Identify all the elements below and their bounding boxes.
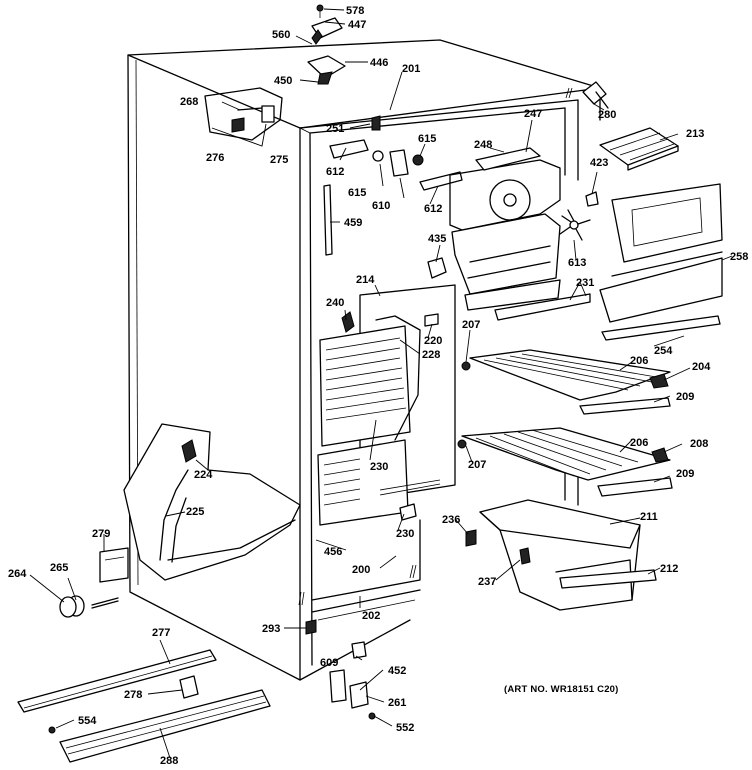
part-258-shelf xyxy=(599,183,723,341)
lower-small-parts xyxy=(305,503,477,720)
shelf-upper xyxy=(461,349,671,401)
label-265: 265 xyxy=(50,562,68,574)
label-254: 254 xyxy=(654,345,673,357)
label-276: 276 xyxy=(206,152,224,164)
label-277: 277 xyxy=(152,627,170,639)
leader-lines xyxy=(29,8,733,759)
label-280: 280 xyxy=(598,109,616,121)
label-552: 552 xyxy=(396,722,414,734)
label-612a: 612 xyxy=(326,166,344,178)
label-206b: 206 xyxy=(630,437,648,449)
part-280 xyxy=(582,81,609,109)
label-261: 261 xyxy=(388,697,406,709)
label-612b: 612 xyxy=(424,203,442,215)
label-278: 278 xyxy=(124,689,142,701)
label-230a: 230 xyxy=(370,461,388,473)
evaporator-assembly xyxy=(317,284,456,526)
label-279: 279 xyxy=(92,528,110,540)
label-456: 456 xyxy=(324,546,342,558)
label-212: 212 xyxy=(660,563,678,575)
part-288-grille xyxy=(48,689,271,763)
part-labels: 578 447 560 446 450 201 247 280 268 251 … xyxy=(8,5,748,767)
shelf-lower xyxy=(457,427,671,481)
label-247: 247 xyxy=(524,108,542,120)
cabinet-body xyxy=(99,39,601,681)
label-207a: 207 xyxy=(462,319,480,331)
label-248: 248 xyxy=(474,139,492,151)
label-275: 275 xyxy=(270,154,288,166)
label-423: 423 xyxy=(590,157,608,169)
part-213-ice-tray xyxy=(599,127,679,171)
control-bracket xyxy=(204,87,283,141)
label-230b: 230 xyxy=(396,528,414,540)
shelf-trims xyxy=(579,373,673,497)
part-211-bin xyxy=(479,499,657,611)
label-452: 452 xyxy=(388,665,406,677)
part-459-strip xyxy=(323,184,333,256)
part-277-rail xyxy=(17,649,217,713)
label-208: 208 xyxy=(690,438,708,450)
label-610: 610 xyxy=(372,200,390,212)
label-220: 220 xyxy=(424,335,442,347)
label-225: 225 xyxy=(186,506,204,518)
art-number: (ART NO. WR18151 C20) xyxy=(504,684,619,695)
label-213: 213 xyxy=(686,128,704,140)
label-202: 202 xyxy=(362,610,380,622)
label-450: 450 xyxy=(274,75,292,87)
label-211: 211 xyxy=(640,511,658,523)
label-209b: 209 xyxy=(676,468,694,480)
label-615b: 615 xyxy=(348,187,366,199)
part-225-heater xyxy=(123,423,301,581)
part-613-fan xyxy=(559,191,599,241)
label-251: 251 xyxy=(326,123,344,135)
label-609: 609 xyxy=(320,657,338,669)
label-200: 200 xyxy=(352,564,370,576)
label-578: 578 xyxy=(346,5,364,17)
label-446: 446 xyxy=(370,57,388,69)
label-258: 258 xyxy=(730,251,748,263)
label-554: 554 xyxy=(78,715,97,727)
label-435: 435 xyxy=(428,233,446,245)
label-459: 459 xyxy=(344,217,362,229)
label-560: 560 xyxy=(272,29,290,41)
label-237: 237 xyxy=(478,576,496,588)
label-201: 201 xyxy=(402,63,420,75)
label-214: 214 xyxy=(356,274,375,286)
label-209a: 209 xyxy=(676,391,694,403)
label-613: 613 xyxy=(568,257,586,269)
label-268: 268 xyxy=(180,96,198,108)
label-447: 447 xyxy=(348,19,366,31)
part-264-foot xyxy=(59,595,119,618)
label-207b: 207 xyxy=(468,459,486,471)
label-293: 293 xyxy=(262,623,280,635)
label-264: 264 xyxy=(8,568,27,580)
label-224: 224 xyxy=(194,469,213,481)
label-236: 236 xyxy=(442,514,460,526)
label-206a: 206 xyxy=(630,355,648,367)
label-228: 228 xyxy=(422,349,440,361)
label-231: 231 xyxy=(576,277,594,289)
label-204: 204 xyxy=(692,361,711,373)
fan-shroud xyxy=(449,147,591,321)
control-small-parts xyxy=(329,115,463,279)
label-288: 288 xyxy=(160,755,178,767)
label-240: 240 xyxy=(326,297,344,309)
label-615a: 615 xyxy=(418,133,436,145)
